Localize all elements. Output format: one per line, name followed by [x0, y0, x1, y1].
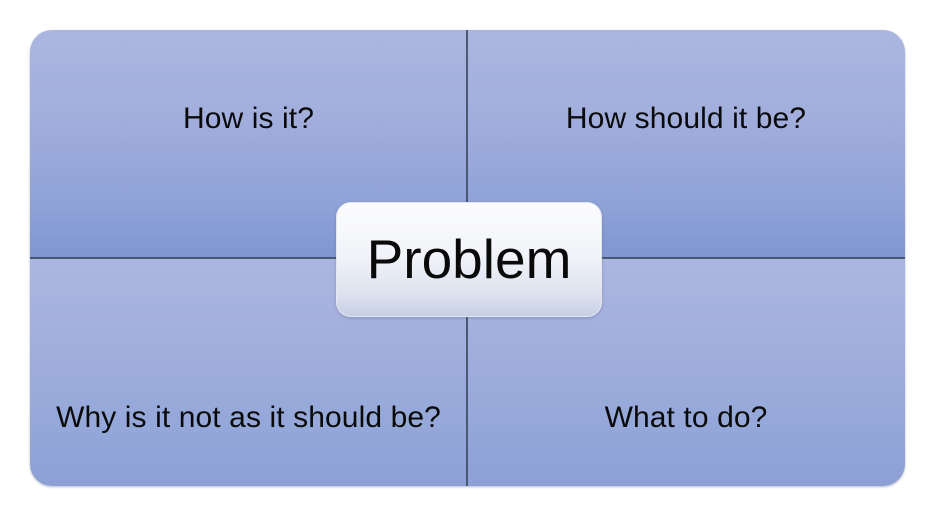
center-problem-box[interactable]: Problem [336, 202, 602, 317]
quadrant-bottom-left-label: Why is it not as it should be? [56, 400, 441, 434]
quadrant-top-right-label: How should it be? [565, 101, 807, 135]
quadrant-bottom-right-label: What to do? [604, 400, 768, 434]
center-problem-label: Problem [366, 228, 572, 290]
quadrant-top-left[interactable]: How is it? [30, 30, 467, 258]
quadrant-top-left-label: How is it? [182, 101, 315, 135]
quadrant-bottom-left[interactable]: Why is it not as it should be? [30, 258, 467, 486]
